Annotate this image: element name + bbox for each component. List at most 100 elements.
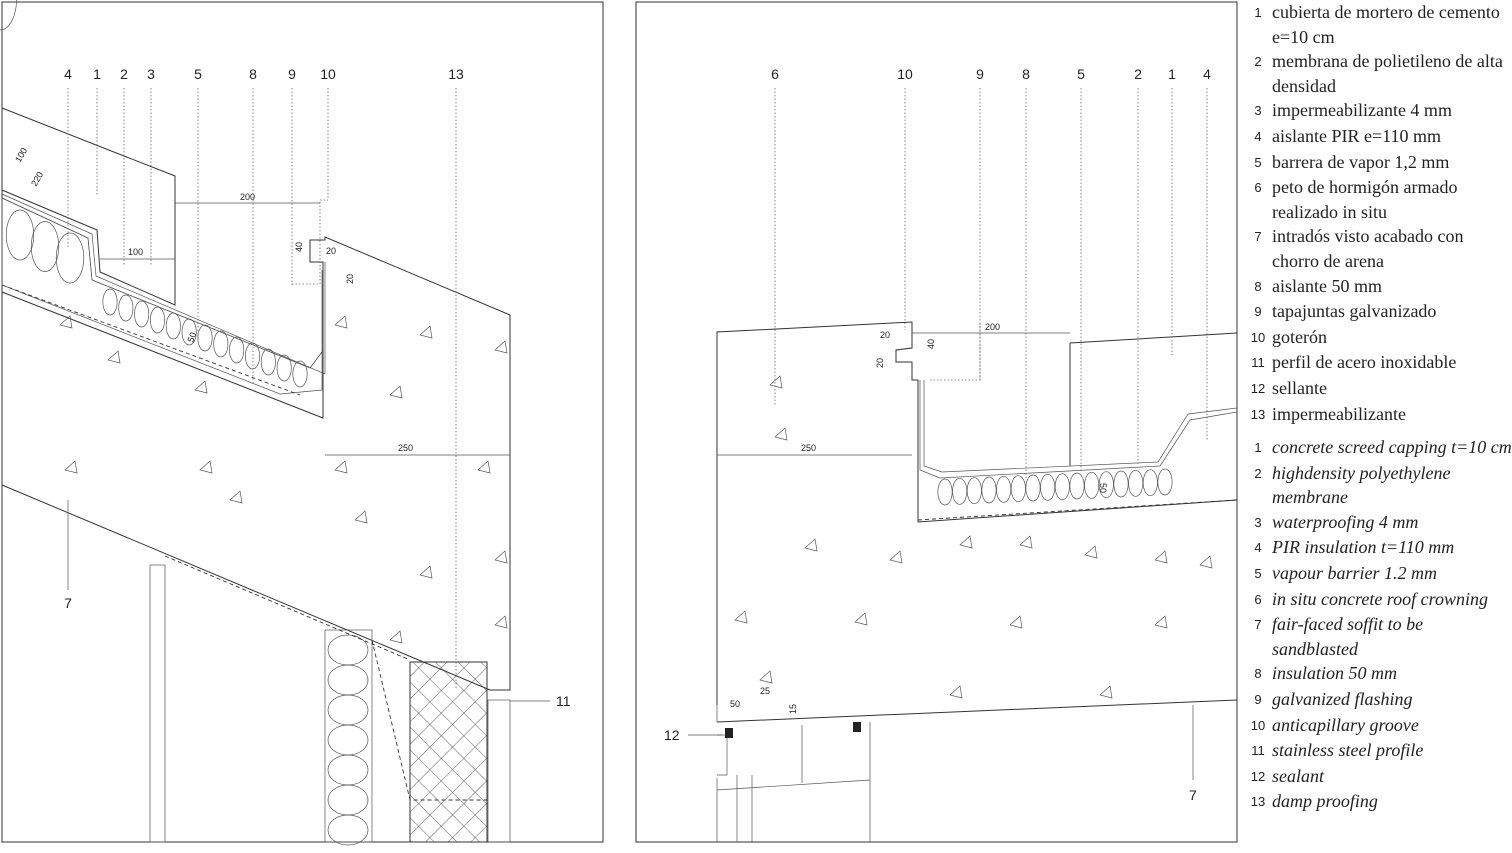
membrane-lines [919,380,1238,479]
concrete-slab [1,236,511,691]
insulation-blob [1069,472,1085,500]
insulation-blob [1025,474,1041,502]
hatched-block [409,661,488,843]
aggregate-triangle [64,460,78,474]
legend-item: 5 barrera de vapor 1,2 mm [1244,150,1512,176]
legend-item: 12 sellante [1244,376,1512,402]
legend-number: 7 [1254,617,1262,633]
aggregate-triangle [1154,615,1168,629]
legend-number: 4 [1254,128,1262,144]
legend-text: sellante [1272,377,1327,398]
insulation-blob [1084,471,1100,499]
screed-layer [1069,332,1238,466]
callout-label: 4 [64,66,72,82]
dim-200: 200 [985,322,1000,332]
legend-text: vapour barrier 1.2 mm [1272,562,1437,583]
aggregate-triangle [1084,545,1098,559]
flashing-outline [930,322,981,381]
legend-number: 9 [1254,304,1262,320]
legend-number: 5 [1254,565,1262,581]
legend-text: insulation 50 mm [1272,663,1398,684]
insulation-blob [966,477,982,505]
aggregate-triangle [199,460,213,474]
insulation-blob [1157,468,1173,496]
legend-number: 1 [1254,5,1262,20]
legend-text: in situ concrete roof crowning [1272,588,1488,609]
dim-250: 250 [801,443,816,453]
aggregate-triangle [734,610,748,624]
aggregate-triangle [334,315,348,329]
legend-number: 12 [1250,380,1266,396]
aggregate-triangle [107,350,121,364]
insulation-blob [996,475,1012,503]
legend-text: sealant [1272,765,1324,786]
insulation-blob [213,330,229,358]
soffit-line [716,699,1238,723]
legend-text: barrera de vapor 1,2 mm [1272,151,1450,172]
insulation-blob [181,318,197,346]
legend-text: membrana de polietileno de alta densidad [1272,51,1503,96]
callout-11: 11 [556,693,571,709]
callout-label: 9 [288,66,296,82]
insulation-blob [102,288,118,316]
flashing-outline [292,199,328,285]
callout-label: 13 [448,66,464,82]
insulation-blob [245,342,261,370]
legend-number: 12 [1250,768,1266,784]
insulation-blob [327,814,369,846]
legend-number: 3 [1254,514,1262,530]
aggregate-triangle [1099,685,1113,699]
legend-number: 8 [1254,278,1262,294]
aggregate-triangle [229,490,243,504]
legend-text: stainless steel profile [1272,740,1424,761]
legend-text: tapajuntas galvanizado [1272,301,1437,322]
legend-number: 6 [1254,180,1262,196]
callout-label: 1 [93,66,101,82]
legend-number: 10 [1250,329,1266,345]
insulation-blob [981,476,997,504]
wall-insulation [324,629,373,843]
parapet-concrete [716,321,1238,705]
insulation-blob [1113,470,1129,498]
aggregate-triangle [769,375,783,389]
legend-text: intradós visto acabado con chorro de are… [1272,226,1464,271]
callout-label: 10 [897,66,913,82]
legend-text: aislante 50 mm [1272,275,1382,296]
insulation-blobs [0,0,1173,506]
aggregate-triangle [389,630,403,644]
dim-50: 50 [185,331,198,344]
insulation-blob [197,324,213,352]
legend-number: 2 [1254,465,1262,481]
insulation-blob [327,664,369,696]
aggregate-triangle [759,670,773,684]
aggregate-triangle [334,460,348,474]
aggregate-triangle [959,535,973,549]
callout-7: 7 [1189,787,1197,803]
wall-insulation-blobs [327,634,369,846]
insulation-blob [30,221,60,272]
aggregate-triangle [1199,555,1213,569]
damp-proofing [164,555,487,801]
aggregate-triangle [194,380,208,394]
callout-label: 8 [249,66,257,82]
aggregate-triangle [494,340,508,354]
dim-25: 25 [760,686,770,696]
legend-number: 3 [1254,103,1262,119]
dim-200: 200 [240,192,255,202]
sealant-left [725,728,733,738]
legend-number: 5 [1254,154,1262,170]
aggregate-triangle [949,685,963,699]
aggregate-triangle [354,510,368,524]
dim-15: 15 [788,704,798,714]
